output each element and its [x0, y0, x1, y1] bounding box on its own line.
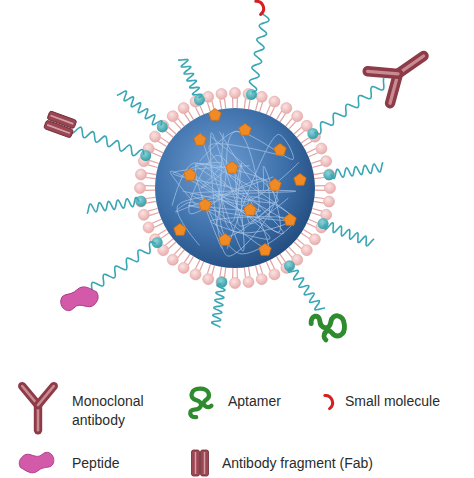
small-molecule-symbol — [325, 394, 335, 409]
peg-chains — [72, 12, 384, 327]
drug-molecules — [174, 109, 306, 256]
polymer-strands — [170, 131, 299, 256]
legend-label: Small molecule — [345, 392, 465, 411]
legend-label: Antibody fragment (Fab) — [222, 454, 462, 473]
small-molecule-symbol — [256, 0, 266, 14]
fab-symbol — [192, 450, 209, 476]
lipid-bilayer — [135, 88, 336, 289]
legend-label: Peptide — [72, 454, 172, 473]
antibody-symbol — [368, 40, 435, 103]
ligands — [44, 0, 435, 341]
peptide-symbol — [19, 452, 54, 473]
aptamer-symbol — [311, 314, 346, 341]
legend-label: Aptamer — [228, 392, 318, 411]
aptamer-symbol — [190, 389, 211, 418]
fab-symbol — [44, 111, 77, 138]
antibody-symbol — [22, 386, 54, 430]
peptide-symbol — [60, 286, 100, 312]
legend-label: Monoclonal antibody — [72, 392, 172, 430]
polymer-core — [155, 108, 315, 268]
